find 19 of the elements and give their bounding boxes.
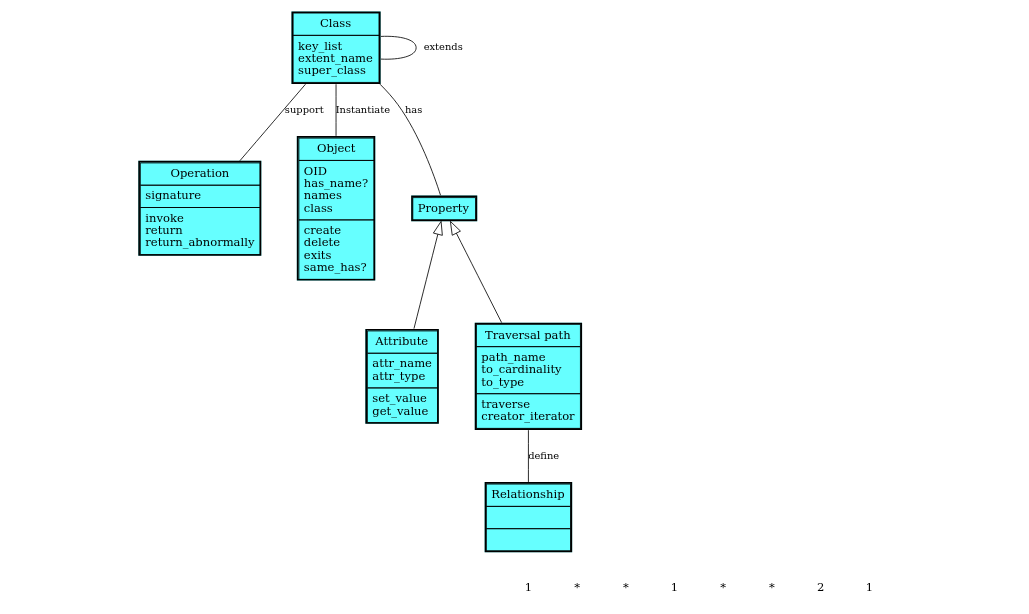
arrow: [449, 221, 502, 323]
connector: [527, 429, 529, 483]
connector: [379, 83, 441, 196]
edge-label: Instantiate: [335, 103, 390, 115]
edge-label: support: [284, 103, 324, 115]
label: 1: [670, 579, 678, 594]
label: *: [768, 579, 775, 594]
label: 1: [865, 579, 873, 594]
connector: [380, 35, 417, 60]
label: 2: [816, 579, 824, 594]
label: 1: [524, 579, 532, 594]
arrow: [413, 221, 443, 330]
connector: [335, 83, 336, 137]
label: *: [573, 579, 580, 594]
edge-label: extends: [423, 41, 463, 53]
label: *: [622, 579, 629, 594]
label: *: [719, 579, 726, 594]
connector: [238, 83, 306, 162]
edge-label: has: [404, 103, 422, 115]
